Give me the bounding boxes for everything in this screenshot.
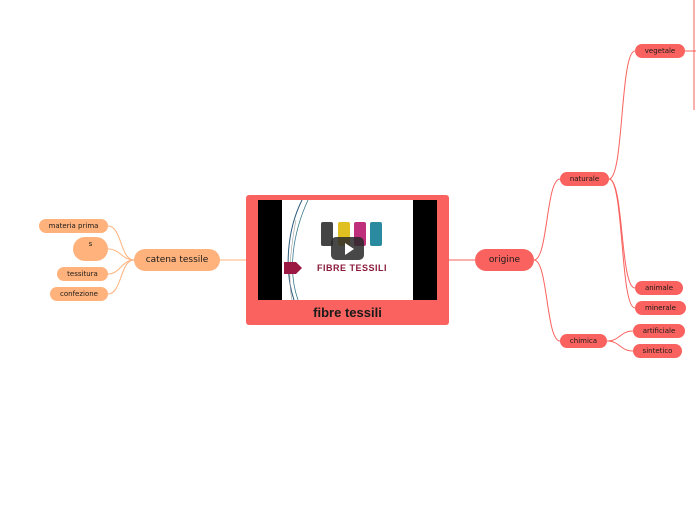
central-title: fibre tessili bbox=[313, 305, 382, 320]
node-materia-prima[interactable]: materia prima bbox=[39, 219, 108, 233]
link-catena-s bbox=[107, 248, 135, 261]
link-chimica-sintetico bbox=[606, 340, 634, 352]
spool-cyan-graphic bbox=[370, 222, 382, 246]
link-naturale-vegetale bbox=[608, 50, 636, 180]
node-sintetico[interactable]: sintetico bbox=[633, 344, 682, 358]
node-vegetale[interactable]: vegetale bbox=[635, 44, 685, 58]
link-origine-chimica bbox=[533, 259, 561, 342]
video-letterbox-left bbox=[258, 200, 282, 300]
node-minerale[interactable]: minerale bbox=[635, 301, 686, 315]
thread-lines-graphic bbox=[284, 200, 309, 300]
node-naturale[interactable]: naturale bbox=[560, 172, 609, 186]
node-artificiale[interactable]: artificiale bbox=[633, 324, 685, 338]
central-topic[interactable]: FIBRE TESSILI fibre tessili bbox=[246, 195, 449, 325]
node-confezione[interactable]: confezione bbox=[50, 287, 108, 301]
node-chimica[interactable]: chimica bbox=[560, 334, 607, 348]
node-catena-tessile[interactable]: catena tessile bbox=[134, 249, 220, 271]
link-catena-tessitura bbox=[107, 259, 135, 275]
link-naturale-animale bbox=[608, 178, 636, 289]
link-catena-materia bbox=[107, 225, 135, 261]
link-naturale-minerale bbox=[608, 178, 636, 309]
play-icon[interactable] bbox=[331, 237, 364, 260]
node-s[interactable]: s bbox=[73, 237, 108, 261]
link-catena-confezione bbox=[107, 259, 135, 295]
video-thumbnail[interactable]: FIBRE TESSILI bbox=[258, 200, 437, 300]
link-chimica-artificiale bbox=[606, 330, 634, 342]
node-origine[interactable]: origine bbox=[475, 249, 534, 271]
link-origine-naturale bbox=[533, 178, 561, 261]
node-animale[interactable]: animale bbox=[635, 281, 683, 295]
video-letterbox-right bbox=[413, 200, 437, 300]
spool-black-graphic bbox=[321, 222, 333, 246]
video-caption: FIBRE TESSILI bbox=[317, 263, 388, 273]
node-tessitura[interactable]: tessitura bbox=[57, 267, 108, 281]
